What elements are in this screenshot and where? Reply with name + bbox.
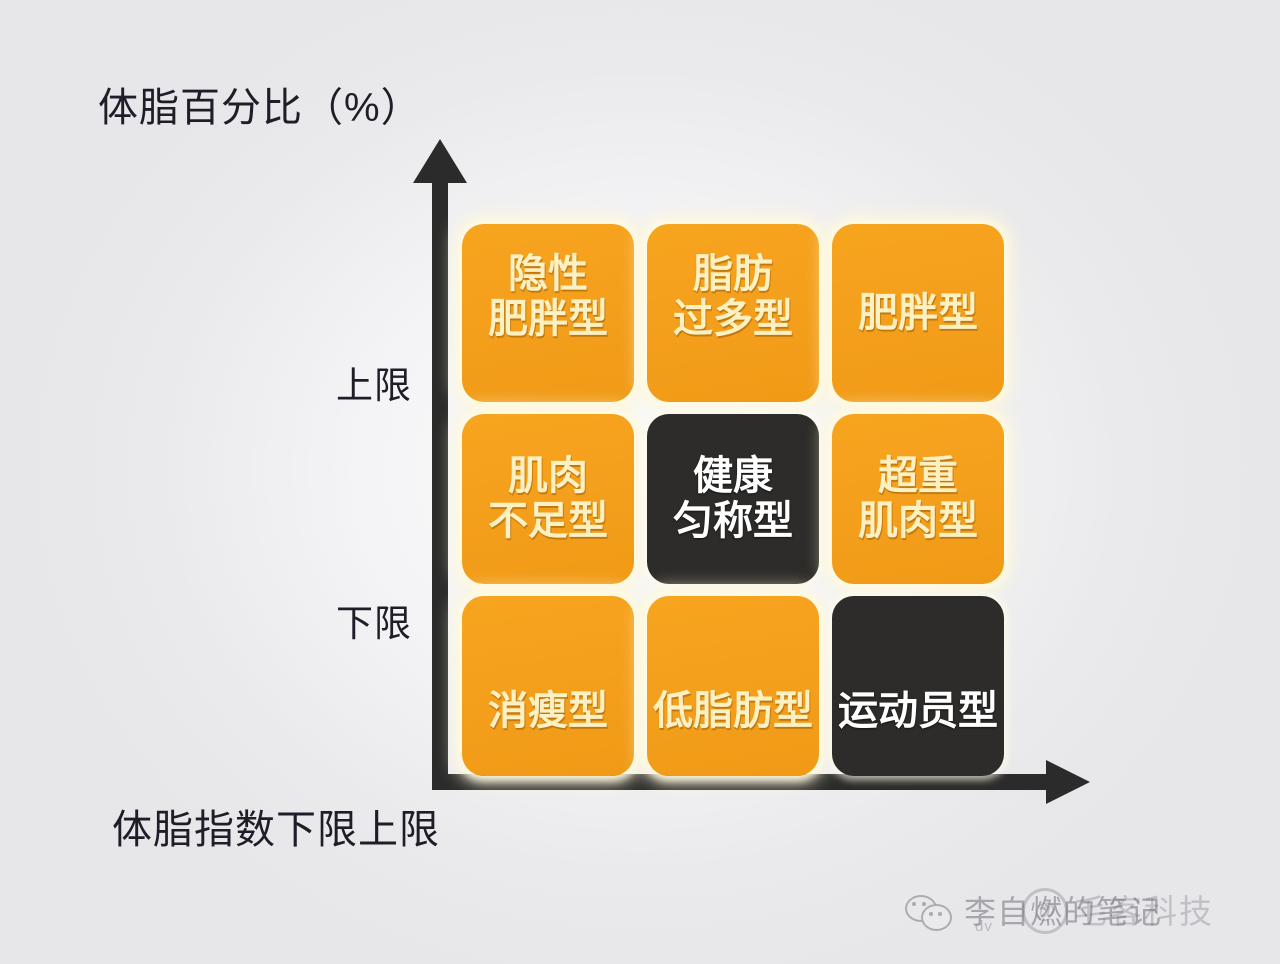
y-axis-tick-lower: 下限 xyxy=(336,603,412,644)
y-axis-line xyxy=(432,178,448,790)
watermark-overlay-text: 毛客科技 xyxy=(1074,892,1214,930)
matrix-cell: 消瘦型 xyxy=(462,596,634,776)
y-axis-tick-upper: 上限 xyxy=(336,365,412,406)
matrix-cell-label: 脂肪 过多型 xyxy=(673,252,793,341)
matrix-cell-label: 肌肉 不足型 xyxy=(488,454,608,543)
matrix-cell: 隐性 肥胖型 xyxy=(462,224,634,402)
matrix-cell: 脂肪 过多型 xyxy=(647,224,819,402)
watermark-overlay: @ 毛客科技 xyxy=(1022,888,1214,934)
matrix-cell: 超重 肌肉型 xyxy=(832,414,1004,584)
matrix-cell: 肥胖型 xyxy=(832,224,1004,402)
matrix-cell: 健康 匀称型 xyxy=(647,414,819,584)
watermark-sub-text: dv xyxy=(975,918,993,935)
matrix-cell: 低脂肪型 xyxy=(647,596,819,776)
matrix-cell-label: 消瘦型 xyxy=(488,689,608,734)
wechat-icon xyxy=(905,893,952,931)
matrix-cell-label: 健康 匀称型 xyxy=(673,454,793,543)
matrix-cell-label: 超重 肌肉型 xyxy=(858,454,978,543)
matrix-cell-label: 肥胖型 xyxy=(858,290,978,335)
matrix-cell-label: 隐性 肥胖型 xyxy=(488,252,608,341)
at-badge-icon: @ xyxy=(1022,888,1068,934)
x-axis-line xyxy=(432,774,1052,790)
matrix-cell-label: 低脂肪型 xyxy=(653,689,813,734)
matrix-cell: 运动员型 xyxy=(832,596,1004,776)
matrix-cell: 肌肉 不足型 xyxy=(462,414,634,584)
y-axis-title: 体脂百分比（%） xyxy=(98,86,422,130)
body-type-matrix: 隐性 肥胖型脂肪 过多型 肥胖型肌肉 不足型健康 匀称型超重 肌肉型消瘦型低脂肪型… xyxy=(462,224,1004,776)
x-axis-arrowhead-icon xyxy=(1046,760,1090,804)
x-axis-title: 体脂指数下限上限 xyxy=(112,808,440,852)
y-axis-arrowhead-icon xyxy=(413,139,467,183)
matrix-cell-label: 运动员型 xyxy=(838,689,998,734)
